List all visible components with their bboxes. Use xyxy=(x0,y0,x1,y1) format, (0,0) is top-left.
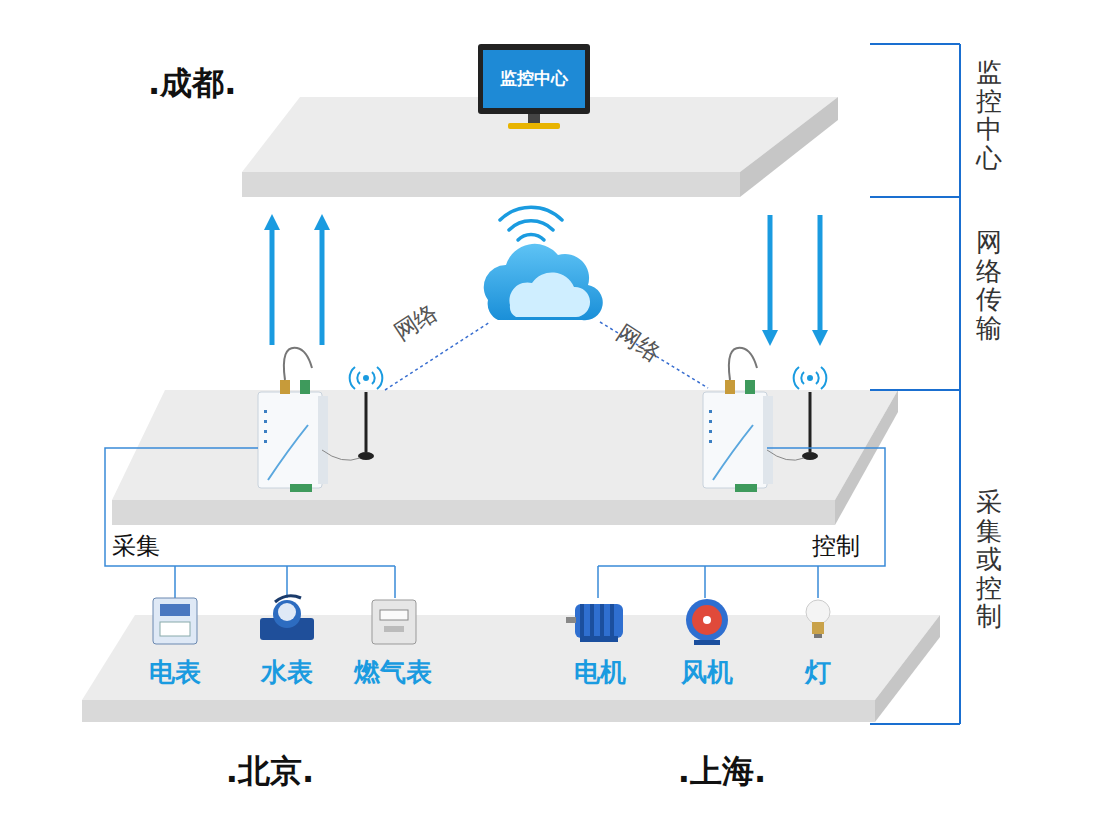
monitor xyxy=(478,44,590,129)
layer-name: 采集或控制 xyxy=(976,488,1002,631)
network-label: 网络 xyxy=(611,318,666,369)
monitor-screen: 监控中心 xyxy=(483,50,585,108)
device-label: 电表 xyxy=(145,656,205,690)
gateway xyxy=(258,348,773,492)
antenna xyxy=(322,367,826,460)
node-text: 风机 xyxy=(681,658,733,688)
wire-label: 采集 xyxy=(112,530,160,562)
node-text: 水表 xyxy=(261,658,313,688)
layer-name: 监控中心 xyxy=(976,58,1002,172)
fan-icon xyxy=(686,599,728,645)
bottom-platform xyxy=(82,615,940,722)
network-label: 网络 xyxy=(388,297,443,348)
node-text: 燃气表 xyxy=(354,658,432,688)
network-link xyxy=(385,322,708,390)
node-text: 灯 xyxy=(805,658,831,688)
node-text: 监控中心 xyxy=(500,69,568,89)
city-label: .成都. xyxy=(148,62,236,106)
layer-bracket xyxy=(870,44,960,724)
data-arrows xyxy=(272,215,820,345)
city-label: .上海. xyxy=(678,750,766,794)
motor-icon xyxy=(566,604,623,642)
gas-meter-icon xyxy=(372,600,416,644)
device-label: 风机 xyxy=(677,656,737,690)
city-label: .北京. xyxy=(226,750,314,794)
device-label: 水表 xyxy=(257,656,317,690)
device-label: 燃气表 xyxy=(350,656,436,690)
wire-label: 控制 xyxy=(812,530,860,562)
cloud xyxy=(484,207,603,320)
electric-meter-icon xyxy=(153,598,197,644)
node-text: 电表 xyxy=(149,658,201,688)
device-label: 电机 xyxy=(570,656,630,690)
middle-platform xyxy=(112,390,898,525)
bulb-icon xyxy=(806,600,830,638)
wiring xyxy=(105,448,885,598)
node-text: 电机 xyxy=(574,658,626,688)
device-label: 灯 xyxy=(801,656,835,690)
layer-name: 网络传输 xyxy=(976,228,1002,342)
water-meter-icon xyxy=(260,596,314,640)
